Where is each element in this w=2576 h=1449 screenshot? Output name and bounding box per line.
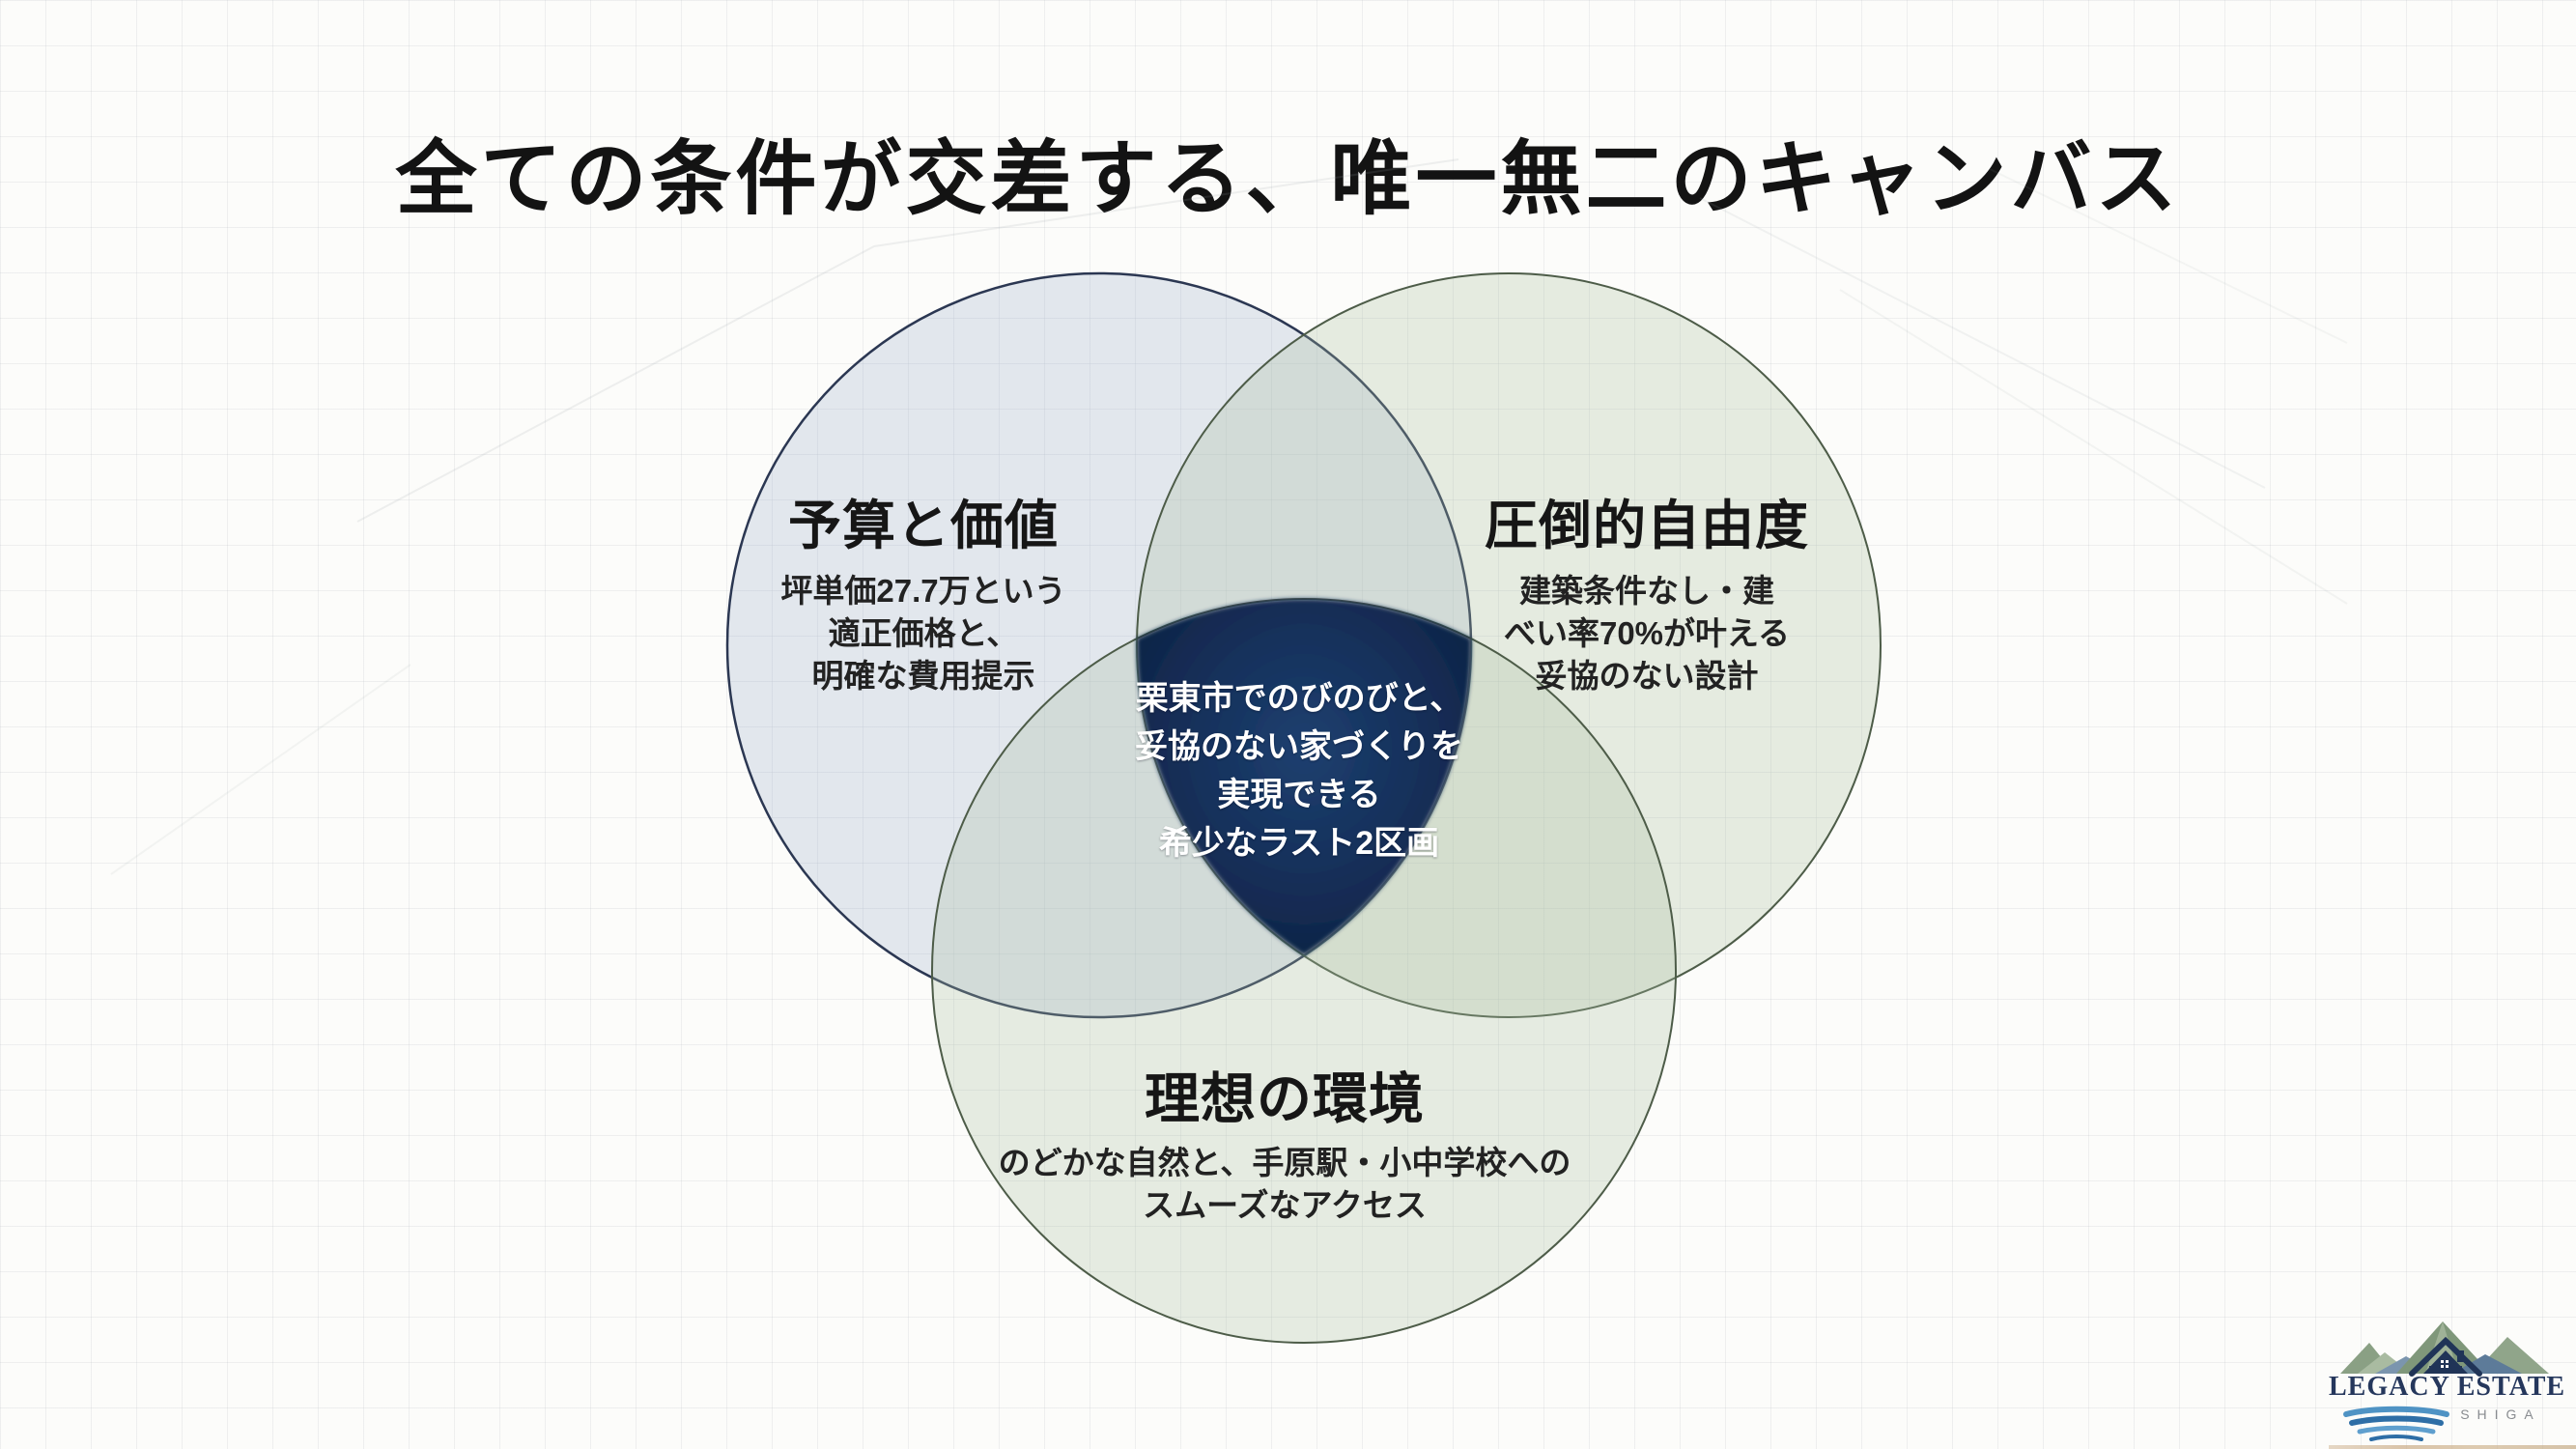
- venn-center-intersection: [1136, 598, 1472, 955]
- freedom-line-2: べい率70%が叶える: [1503, 615, 1791, 651]
- center-line-4: 希少なラスト2区画: [1158, 825, 1440, 862]
- environment-line-2: スムーズなアクセス: [1143, 1187, 1427, 1223]
- water-waves-icon: [2343, 1406, 2449, 1441]
- freedom-line-1: 建築条件なし・建: [1519, 573, 1774, 609]
- bottom-edge-strip: [2329, 1445, 2576, 1449]
- logo-mountain-water-graphic: [2340, 1321, 2549, 1441]
- freedom-label-group: 圧倒的自由度 建築条件なし・建 べい率70%が叶える 妥協のない設計: [1405, 497, 1888, 697]
- center-label-group: 栗東市でのびのびと、 妥協のない家づくりを 実現できる 希少なラスト2区画: [1058, 674, 1541, 867]
- freedom-line-3: 妥協のない設計: [1535, 658, 1759, 694]
- budget-line-3: 明確な費用提示: [811, 658, 1035, 694]
- environment-heading: 理想の環境: [1145, 1068, 1425, 1130]
- environment-label-group: 理想の環境 のどかな自然と、手原駅・小中学校への スムーズなアクセス: [947, 1070, 1623, 1227]
- center-line-1: 栗東市でのびのびと、: [1135, 680, 1463, 717]
- budget-line-1: 坪単価27.7万という: [780, 573, 1066, 609]
- slide-title: 全ての条件が交差する、唯一無二のキャンバス: [395, 135, 2181, 225]
- environment-line-1: のどかな自然と、手原駅・小中学校への: [998, 1145, 1571, 1180]
- house-icon: [2409, 1336, 2482, 1377]
- budget-line-2: 適正価格と、: [828, 615, 1019, 651]
- center-line-3: 実現できる: [1217, 777, 1381, 813]
- budget-heading: 予算と価値: [787, 496, 1059, 555]
- logo-brand-name: LEGACY ESTATE: [2329, 1372, 2566, 1402]
- company-logo: LEGACY ESTATE SHIGA: [2329, 1318, 2566, 1445]
- center-line-2: 妥協のない家づくりを: [1135, 728, 1463, 765]
- budget-label-group: 予算と価値 坪単価27.7万という 適正価格と、 明確な費用提示: [682, 497, 1165, 697]
- freedom-heading: 圧倒的自由度: [1484, 496, 1809, 555]
- background-sketch-lines: [110, 158, 2348, 875]
- logo-region-name: SHIGA: [2460, 1406, 2541, 1422]
